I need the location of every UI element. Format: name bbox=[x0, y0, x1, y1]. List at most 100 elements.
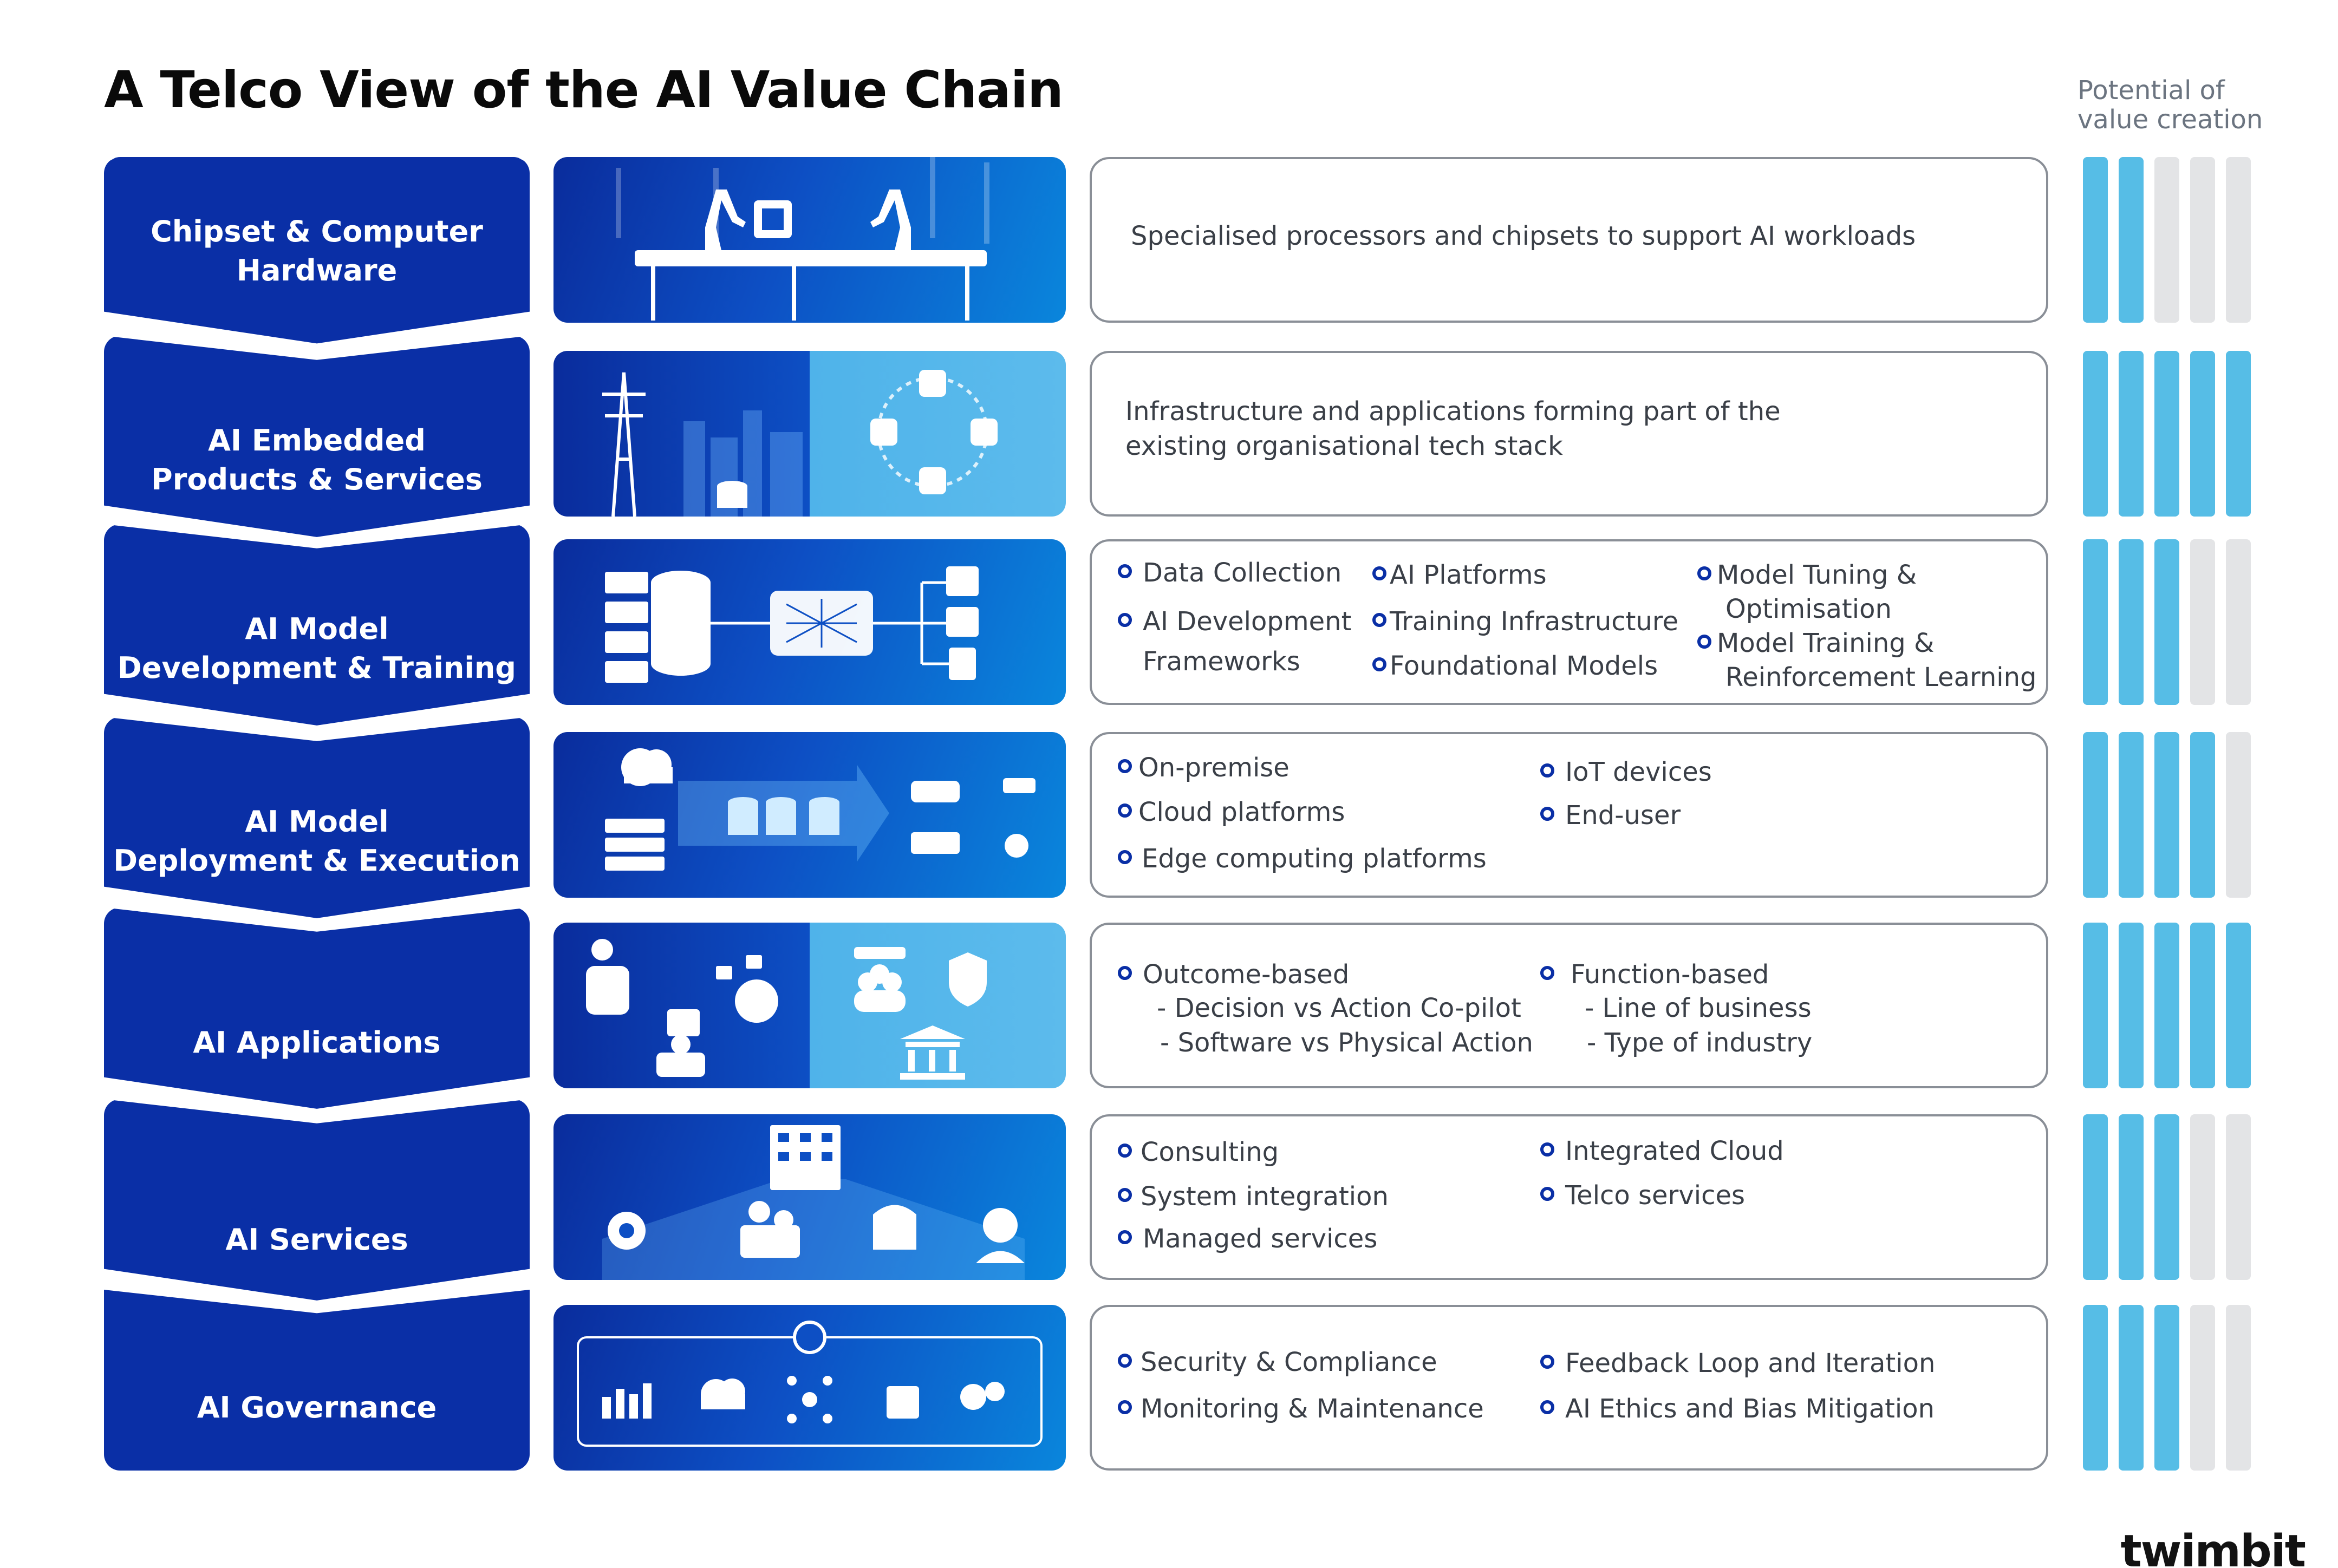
potential-bars-governance bbox=[2083, 1305, 2256, 1471]
list-item: Outcome-based bbox=[1118, 957, 1349, 992]
potential-bar bbox=[2083, 923, 2108, 1088]
bullet-icon bbox=[1118, 803, 1132, 818]
potential-header: Potential of value creation bbox=[2078, 76, 2327, 134]
bullet-icon bbox=[1118, 613, 1132, 627]
image-chipset bbox=[553, 157, 1066, 323]
potential-bar bbox=[2083, 1114, 2108, 1280]
page-title: A Telco View of the AI Value Chain bbox=[104, 61, 1064, 120]
potential-bar bbox=[2190, 1305, 2215, 1471]
description-box-chipset: Specialised processors and chipsets to s… bbox=[1090, 157, 2048, 323]
potential-bar bbox=[2154, 1114, 2179, 1280]
potential-bar bbox=[2083, 1305, 2108, 1471]
list-item: AI Ethics and Bias Mitigation bbox=[1540, 1391, 1935, 1426]
potential-bar bbox=[2190, 539, 2215, 705]
potential-bar bbox=[2226, 539, 2251, 705]
description-text: Specialised processors and chipsets to s… bbox=[1131, 221, 1916, 251]
tech-stack-icon bbox=[602, 370, 998, 517]
potential-bar bbox=[2226, 1305, 2251, 1471]
chevron-applications bbox=[104, 907, 530, 1109]
description-box-embedded: Infrastructure and applications forming … bbox=[1090, 351, 2048, 517]
bullet-icon bbox=[1118, 850, 1132, 864]
list-item: AI Development bbox=[1118, 604, 1351, 639]
potential-bar bbox=[2226, 1114, 2251, 1280]
list-item: Training Infrastructure bbox=[1372, 604, 1678, 639]
bullet-icon bbox=[1540, 1142, 1554, 1157]
chain-row-model-dev: AI Model Development & Training bbox=[0, 524, 2338, 726]
potential-bar bbox=[2119, 351, 2144, 517]
list-item: Edge computing platforms bbox=[1118, 841, 1487, 876]
image-deployment bbox=[553, 732, 1066, 898]
list-item: Data Collection bbox=[1118, 556, 1341, 590]
potential-bar bbox=[2226, 351, 2251, 517]
list-sub-item: - Line of business bbox=[1585, 993, 1812, 1023]
potential-bar bbox=[2190, 157, 2215, 323]
chevron-chipset bbox=[104, 157, 530, 344]
bullet-icon bbox=[1697, 635, 1711, 649]
description-box-governance: Security & Compliance Monitoring & Maint… bbox=[1090, 1305, 2048, 1471]
chevron-label: AI Model Development & Training bbox=[118, 612, 516, 685]
bullet-icon bbox=[1540, 1355, 1554, 1369]
list-sub-item: - Software vs Physical Action bbox=[1160, 1028, 1533, 1058]
image-embedded bbox=[553, 351, 1066, 517]
chevron-deployment bbox=[104, 717, 530, 918]
chevron-model-dev bbox=[104, 524, 530, 726]
list-item: Cloud platforms bbox=[1118, 795, 1345, 829]
image-model-dev bbox=[553, 539, 1066, 705]
list-item: Integrated Cloud bbox=[1540, 1134, 1784, 1168]
list-item: Feedback Loop and Iteration bbox=[1540, 1346, 1935, 1381]
potential-bar bbox=[2154, 732, 2179, 898]
list-item: Monitoring & Maintenance bbox=[1118, 1391, 1484, 1426]
bullet-icon bbox=[1118, 759, 1132, 773]
list-item: Model Tuning & bbox=[1697, 558, 1917, 592]
potential-bar bbox=[2154, 539, 2179, 705]
list-item: Foundational Models bbox=[1372, 649, 1658, 683]
potential-bar bbox=[2226, 157, 2251, 323]
list-item: On-premise bbox=[1118, 750, 1290, 785]
potential-bars-services bbox=[2083, 1114, 2256, 1280]
potential-bar bbox=[2119, 1114, 2144, 1280]
image-governance bbox=[553, 1305, 1066, 1471]
list-item: System integration bbox=[1118, 1179, 1389, 1214]
potential-bar bbox=[2083, 732, 2108, 898]
bullet-icon bbox=[1372, 657, 1386, 671]
bullet-icon bbox=[1118, 1144, 1132, 1158]
potential-header-line-1: Potential of bbox=[2078, 75, 2225, 106]
list-item: Model Training & bbox=[1697, 626, 1934, 661]
chain-row-deployment: AI Model Deployment & Execution On-premi… bbox=[0, 717, 2338, 918]
list-item: Managed services bbox=[1118, 1221, 1377, 1256]
list-item: AI Platforms bbox=[1372, 558, 1547, 592]
potential-bar bbox=[2154, 1305, 2179, 1471]
chain-row-services: AI Services Consulting System integratio… bbox=[0, 1099, 2338, 1301]
potential-bar bbox=[2154, 923, 2179, 1088]
image-services bbox=[553, 1114, 1066, 1280]
bullet-icon bbox=[1118, 1400, 1132, 1414]
description-box-deployment: On-premise Cloud platforms Edge computin… bbox=[1090, 732, 2048, 898]
potential-bar bbox=[2119, 157, 2144, 323]
image-applications bbox=[553, 923, 1066, 1088]
bullet-icon bbox=[1118, 564, 1132, 578]
list-item-continuation: Frameworks bbox=[1143, 646, 1300, 677]
bullet-icon bbox=[1540, 763, 1554, 778]
chevron-label: AI Services bbox=[225, 1223, 408, 1257]
chevron-label: Chipset & Computer Hardware bbox=[151, 214, 483, 288]
robotic-assembly-line-icon bbox=[616, 157, 989, 321]
chain-row-governance: AI Governance Security & Compliance Moni… bbox=[0, 1290, 2338, 1471]
services-icon bbox=[602, 1125, 1025, 1280]
bullet-icon bbox=[1372, 613, 1386, 627]
potential-bar bbox=[2190, 1114, 2215, 1280]
potential-header-line-2: value creation bbox=[2078, 104, 2263, 135]
potential-bar bbox=[2119, 923, 2144, 1088]
chevron-embedded bbox=[104, 336, 530, 537]
potential-bars-deployment bbox=[2083, 732, 2256, 898]
potential-bars-model-dev bbox=[2083, 539, 2256, 705]
potential-bar bbox=[2083, 351, 2108, 517]
bullet-icon bbox=[1118, 1354, 1132, 1368]
bullet-icon bbox=[1540, 1400, 1554, 1414]
list-item: IoT devices bbox=[1540, 755, 1712, 789]
list-sub-item: - Type of industry bbox=[1587, 1028, 1813, 1058]
bullet-icon bbox=[1118, 966, 1132, 980]
list-item-continuation: Optimisation bbox=[1725, 594, 1892, 624]
list-sub-item: - Decision vs Action Co-pilot bbox=[1157, 993, 1521, 1023]
chevron-services bbox=[104, 1099, 530, 1301]
potential-bar bbox=[2154, 157, 2179, 323]
